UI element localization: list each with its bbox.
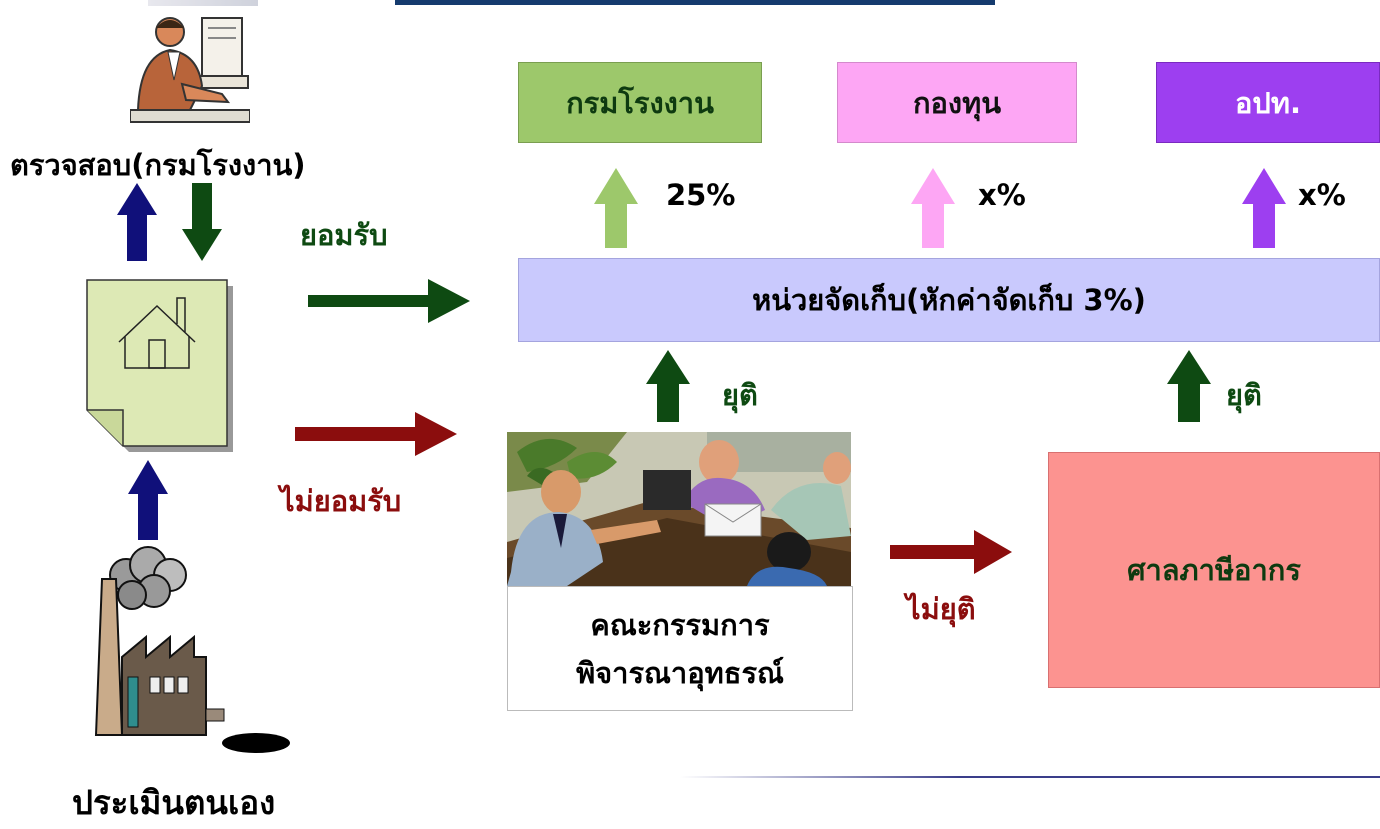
share-fund: x% <box>978 178 1026 212</box>
inspect-label: ตรวจสอบ(กรมโรงงาน) <box>10 148 306 182</box>
bottom-rule <box>680 776 1380 778</box>
settled-label-committee: ยุติ <box>722 378 758 412</box>
recipient-factory-dept: กรมโรงงาน <box>518 62 762 143</box>
top-left-fragment <box>148 0 258 6</box>
recipient-local-admin-label: อปท. <box>1235 85 1301 120</box>
recipient-fund-label: กองทุน <box>912 85 1002 120</box>
factory-icon <box>94 546 290 753</box>
committee-meeting-photo <box>507 432 851 586</box>
share-arrow-local-admin <box>1242 168 1286 248</box>
recipient-local-admin: อปท. <box>1156 62 1380 143</box>
settled-arrow-committee <box>646 350 690 422</box>
settled-arrow-court <box>1167 350 1211 422</box>
collector-label: หน่วยจัดเก็บ(หักค่าจัดเก็บ 3%) <box>752 283 1146 317</box>
office-worker-icon <box>130 17 250 123</box>
accept-label: ยอมรับ <box>300 218 388 252</box>
arrow-down-to-document <box>182 183 222 261</box>
recipient-fund: กองทุน <box>837 62 1077 143</box>
committee-label-line1: คณะกรรมการ <box>590 607 770 642</box>
recipient-factory-dept-label: กรมโรงงาน <box>566 85 714 120</box>
arrow-up-from-factory <box>128 460 168 540</box>
committee-label-line2: พิจารณาอุทธรณ์ <box>576 655 784 690</box>
tax-court-box: ศาลภาษีอากร <box>1048 452 1380 688</box>
share-arrow-factory-dept <box>594 168 638 248</box>
reject-label: ไม่ยอมรับ <box>280 484 402 518</box>
arrow-up-to-inspect <box>117 183 157 261</box>
not-settled-label: ไม่ยุติ <box>906 592 976 626</box>
committee-box: คณะกรรมการ พิจารณาอุทธรณ์ <box>507 586 853 711</box>
accept-arrow <box>308 279 470 323</box>
not-settled-arrow <box>890 530 1012 574</box>
share-local-admin: x% <box>1298 178 1346 212</box>
house-document-icon <box>86 279 233 452</box>
share-arrow-fund <box>911 168 955 248</box>
tax-court-label: ศาลภาษีอากร <box>1127 553 1301 587</box>
reject-arrow <box>295 412 457 456</box>
collector-box: หน่วยจัดเก็บ(หักค่าจัดเก็บ 3%) <box>518 258 1380 342</box>
share-factory-dept: 25% <box>666 178 736 212</box>
settled-label-court: ยุติ <box>1226 378 1262 412</box>
top-bar <box>395 0 995 5</box>
self-assess-label: ประเมินตนเอง <box>72 783 276 822</box>
